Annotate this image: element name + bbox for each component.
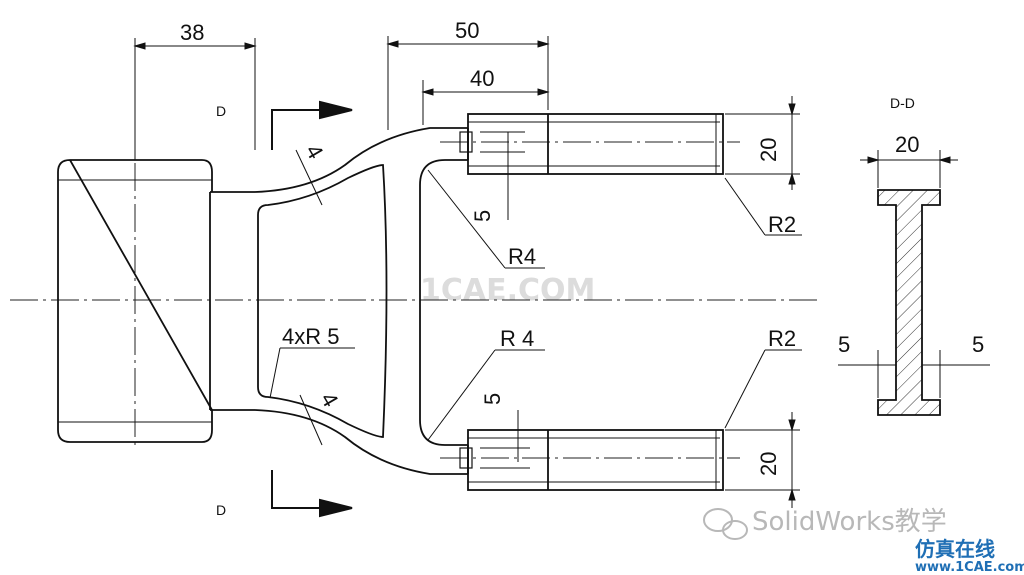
radius-r4-top: R4 bbox=[508, 244, 536, 269]
dim-20-top: 20 bbox=[756, 138, 781, 162]
section-right-flange-dim: 5 bbox=[972, 332, 984, 357]
site-url: www.1CAE.com bbox=[915, 560, 1024, 575]
dim-50: 50 bbox=[455, 18, 479, 43]
brand-watermark: SolidWorks教学 bbox=[752, 507, 947, 537]
center-watermark: 1CAE.COM bbox=[420, 273, 595, 308]
radius-r2-top: R2 bbox=[768, 212, 796, 237]
site-name-cn: 仿真在线 bbox=[915, 537, 995, 561]
section-view-title: D-D bbox=[890, 95, 915, 111]
dim-20-bottom: 20 bbox=[756, 452, 781, 476]
section-label-top: D bbox=[216, 103, 226, 119]
dimension-lines bbox=[133, 36, 802, 508]
fork-arm-top bbox=[459, 113, 724, 175]
section-label-bottom: D bbox=[216, 502, 226, 518]
hub bbox=[57, 159, 255, 443]
wechat-icon bbox=[703, 508, 748, 540]
dim-4-top: 4 bbox=[301, 140, 329, 163]
radius-r2-bottom: R2 bbox=[768, 326, 796, 351]
section-arrow-top bbox=[271, 100, 353, 150]
dim-38: 38 bbox=[180, 20, 204, 45]
radius-r4-bottom: R 4 bbox=[500, 326, 534, 351]
fork-arm-bottom bbox=[459, 429, 724, 491]
dim-5-top: 5 bbox=[470, 210, 495, 222]
section-view bbox=[838, 150, 990, 416]
section-arrow-bottom bbox=[271, 470, 353, 518]
dim-4-bottom: 4 bbox=[316, 388, 344, 411]
center-lines bbox=[10, 40, 820, 459]
dim-40: 40 bbox=[470, 66, 494, 91]
section-width-dim: 20 bbox=[895, 132, 919, 157]
fillet-note: 4xR 5 bbox=[282, 324, 339, 349]
section-left-flange-dim: 5 bbox=[838, 332, 850, 357]
dim-5-bottom: 5 bbox=[480, 393, 505, 405]
